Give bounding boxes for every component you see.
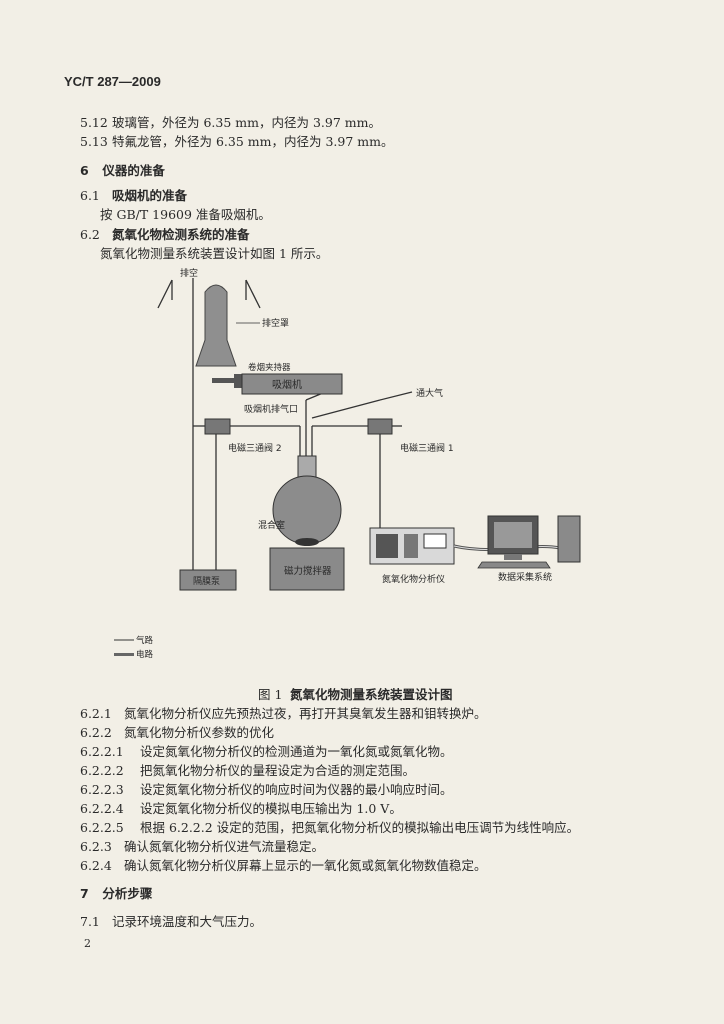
subsection-title: 氮氧化物检测系统的准备 [111,227,250,242]
label-daq: 数据采集系统 [498,571,552,583]
stirrer-box [269,547,345,591]
exhaust-hood-icon [195,284,237,367]
computer-tower-icon [557,515,581,563]
step-6-2-2-4: 6.2.2.4 设定氮氧化物分析仪的模拟电压输出为 1.0 V。 [80,801,402,817]
step-text: 把氮氧化物分析仪的量程设定为合适的测定范围。 [139,763,415,778]
analyzer-display [423,533,447,549]
atmosphere-line-b [379,391,413,401]
label-smoking-machine: 吸烟机 [272,378,302,391]
label-stirrer: 磁力搅拌器 [284,565,332,577]
exhaust-vent-left [157,279,173,309]
step-number: 6.2.2 [80,725,112,740]
step-text: 氮氧化物分析仪参数的优化 [123,725,274,740]
smoking-machine-box [241,373,343,395]
stir-bar-icon [295,538,319,546]
valve2-icon [204,418,231,435]
monitor-screen [494,522,532,548]
step-number: 6.2.4 [80,858,112,873]
step-number: 6.2.1 [80,706,112,721]
pump-box [179,569,237,591]
label-holder: 卷烟夹持器 [248,362,291,373]
step-text: 确认氮氧化物分析仪屏幕上显示的一氧化氮或氮氧化物数值稳定。 [123,858,487,873]
document-code: YC/T 287—2009 [64,74,161,89]
label-analyzer: 氮氧化物分析仪 [382,573,445,585]
subsection-number: 6.2 [80,227,100,242]
step-text: 确认氮氧化物分析仪进气流量稳定。 [123,839,324,854]
item-text: 特氟龙管，外径为 6.35 mm，内径为 3.97 mm。 [111,134,394,149]
step-6-2-1: 6.2.1 氮氧化物分析仪应先预热过夜，再打开其臭氧发生器和钼转换炉。 [80,706,487,722]
step-number: 6.2.2.3 [80,782,124,797]
section-title: 分析步骤 [102,886,153,901]
step-6-2-2-1: 6.2.2.1 设定氮氧化物分析仪的检测通道为一氧化氮或氮氧化物。 [80,744,453,760]
section-6-heading: 6 仪器的准备 [80,163,165,179]
label-exhaust: 排空 [180,267,198,279]
subsection-number: 6.1 [80,188,100,203]
step-text: 根据 6.2.2.2 设定的范围，把氮氧化物分析仪的模拟输出电压调节为线性响应。 [139,820,580,835]
step-number: 7.1 [80,914,100,929]
step-text: 氮氧化物分析仪应先预热过夜，再打开其臭氧发生器和钼转换炉。 [123,706,487,721]
step-7-1: 7.1 记录环境温度和大气压力。 [80,914,262,930]
legend-gas-label: 气路 [136,635,154,646]
step-text: 设定氮氧化物分析仪的模拟电压输出为 1.0 V。 [139,801,402,816]
item-5-13: 5.13 特氟龙管，外径为 6.35 mm，内径为 3.97 mm。 [80,134,393,150]
item-number: 5.13 [80,134,108,149]
item-5-12: 5.12 玻璃管，外径为 6.35 mm，内径为 3.97 mm。 [80,115,381,131]
subsection-title: 吸烟机的准备 [111,188,187,203]
mixing-chamber-icon [272,475,342,545]
section-number: 6 [80,163,89,178]
label-pump: 隔膜泵 [193,576,220,587]
step-number: 6.2.3 [80,839,112,854]
label-valve2: 电磁三通阀 2 [228,442,282,454]
step-6-2-2: 6.2.2 氮氧化物分析仪参数的优化 [80,725,274,741]
section-title: 仪器的准备 [102,163,165,178]
step-6-2-4: 6.2.4 确认氮氧化物分析仪屏幕上显示的一氧化氮或氮氧化物数值稳定。 [80,858,487,874]
legend-elec-line [114,653,134,656]
figure-caption: 图 1 氮氧化物测量系统装置设计图 [258,687,453,703]
cigarette-icon [212,378,234,383]
step-6-2-2-2: 6.2.2.2 把氮氧化物分析仪的量程设定为合适的测定范围。 [80,763,415,779]
label-valve1: 电磁三通阀 1 [400,442,454,454]
step-6-2-2-3: 6.2.2.3 设定氮氧化物分析仪的响应时间为仪器的最小响应时间。 [80,782,453,798]
label-exhaust-hood: 排空罩 [262,317,289,329]
atmosphere-line-a [311,399,381,419]
step-text: 设定氮氧化物分析仪的检测通道为一氧化氮或氮氧化物。 [139,744,453,759]
keyboard-icon [477,561,551,569]
analyzer-panel [376,534,398,558]
step-number: 6.2.2.5 [80,820,124,835]
step-6-2-2-5: 6.2.2.5 根据 6.2.2.2 设定的范围，把氮氧化物分析仪的模拟输出电压… [80,820,579,836]
section-7-heading: 7 分析步骤 [80,886,152,902]
figure-title: 氮氧化物测量系统装置设计图 [289,687,453,702]
label-machine-outlet: 吸烟机排气口 [244,403,298,415]
step-number: 6.2.2.2 [80,763,124,778]
holder-icon [234,374,242,388]
subsection-6-2-text: 氮氧化物测量系统装置设计如图 1 所示。 [100,246,329,261]
page-number: 2 [84,937,91,950]
step-text: 设定氮氧化物分析仪的响应时间为仪器的最小响应时间。 [139,782,453,797]
subsection-6-2-heading: 6.2 氮氧化物检测系统的准备 [80,227,250,243]
exhaust-vent-right [245,279,261,309]
item-number: 5.12 [80,115,108,130]
step-number: 6.2.2.1 [80,744,124,759]
label-atmosphere: 通大气 [416,387,443,399]
step-6-2-3: 6.2.3 确认氮氧化物分析仪进气流量稳定。 [80,839,324,855]
label-mixing: 混合室 [258,519,285,531]
analyzer-keys [404,534,418,558]
legend-elec-label: 电路 [136,649,154,660]
step-number: 6.2.2.4 [80,801,124,816]
section-number: 7 [80,886,89,901]
valve1-icon [367,418,393,435]
flask-neck [297,455,317,479]
subsection-6-1-text: 按 GB/T 19609 准备吸烟机。 [100,207,271,222]
subsection-6-1-heading: 6.1 吸烟机的准备 [80,188,187,204]
step-text: 记录环境温度和大气压力。 [111,914,262,929]
figure-number: 图 1 [258,687,283,702]
item-text: 玻璃管，外径为 6.35 mm，内径为 3.97 mm。 [111,115,381,130]
